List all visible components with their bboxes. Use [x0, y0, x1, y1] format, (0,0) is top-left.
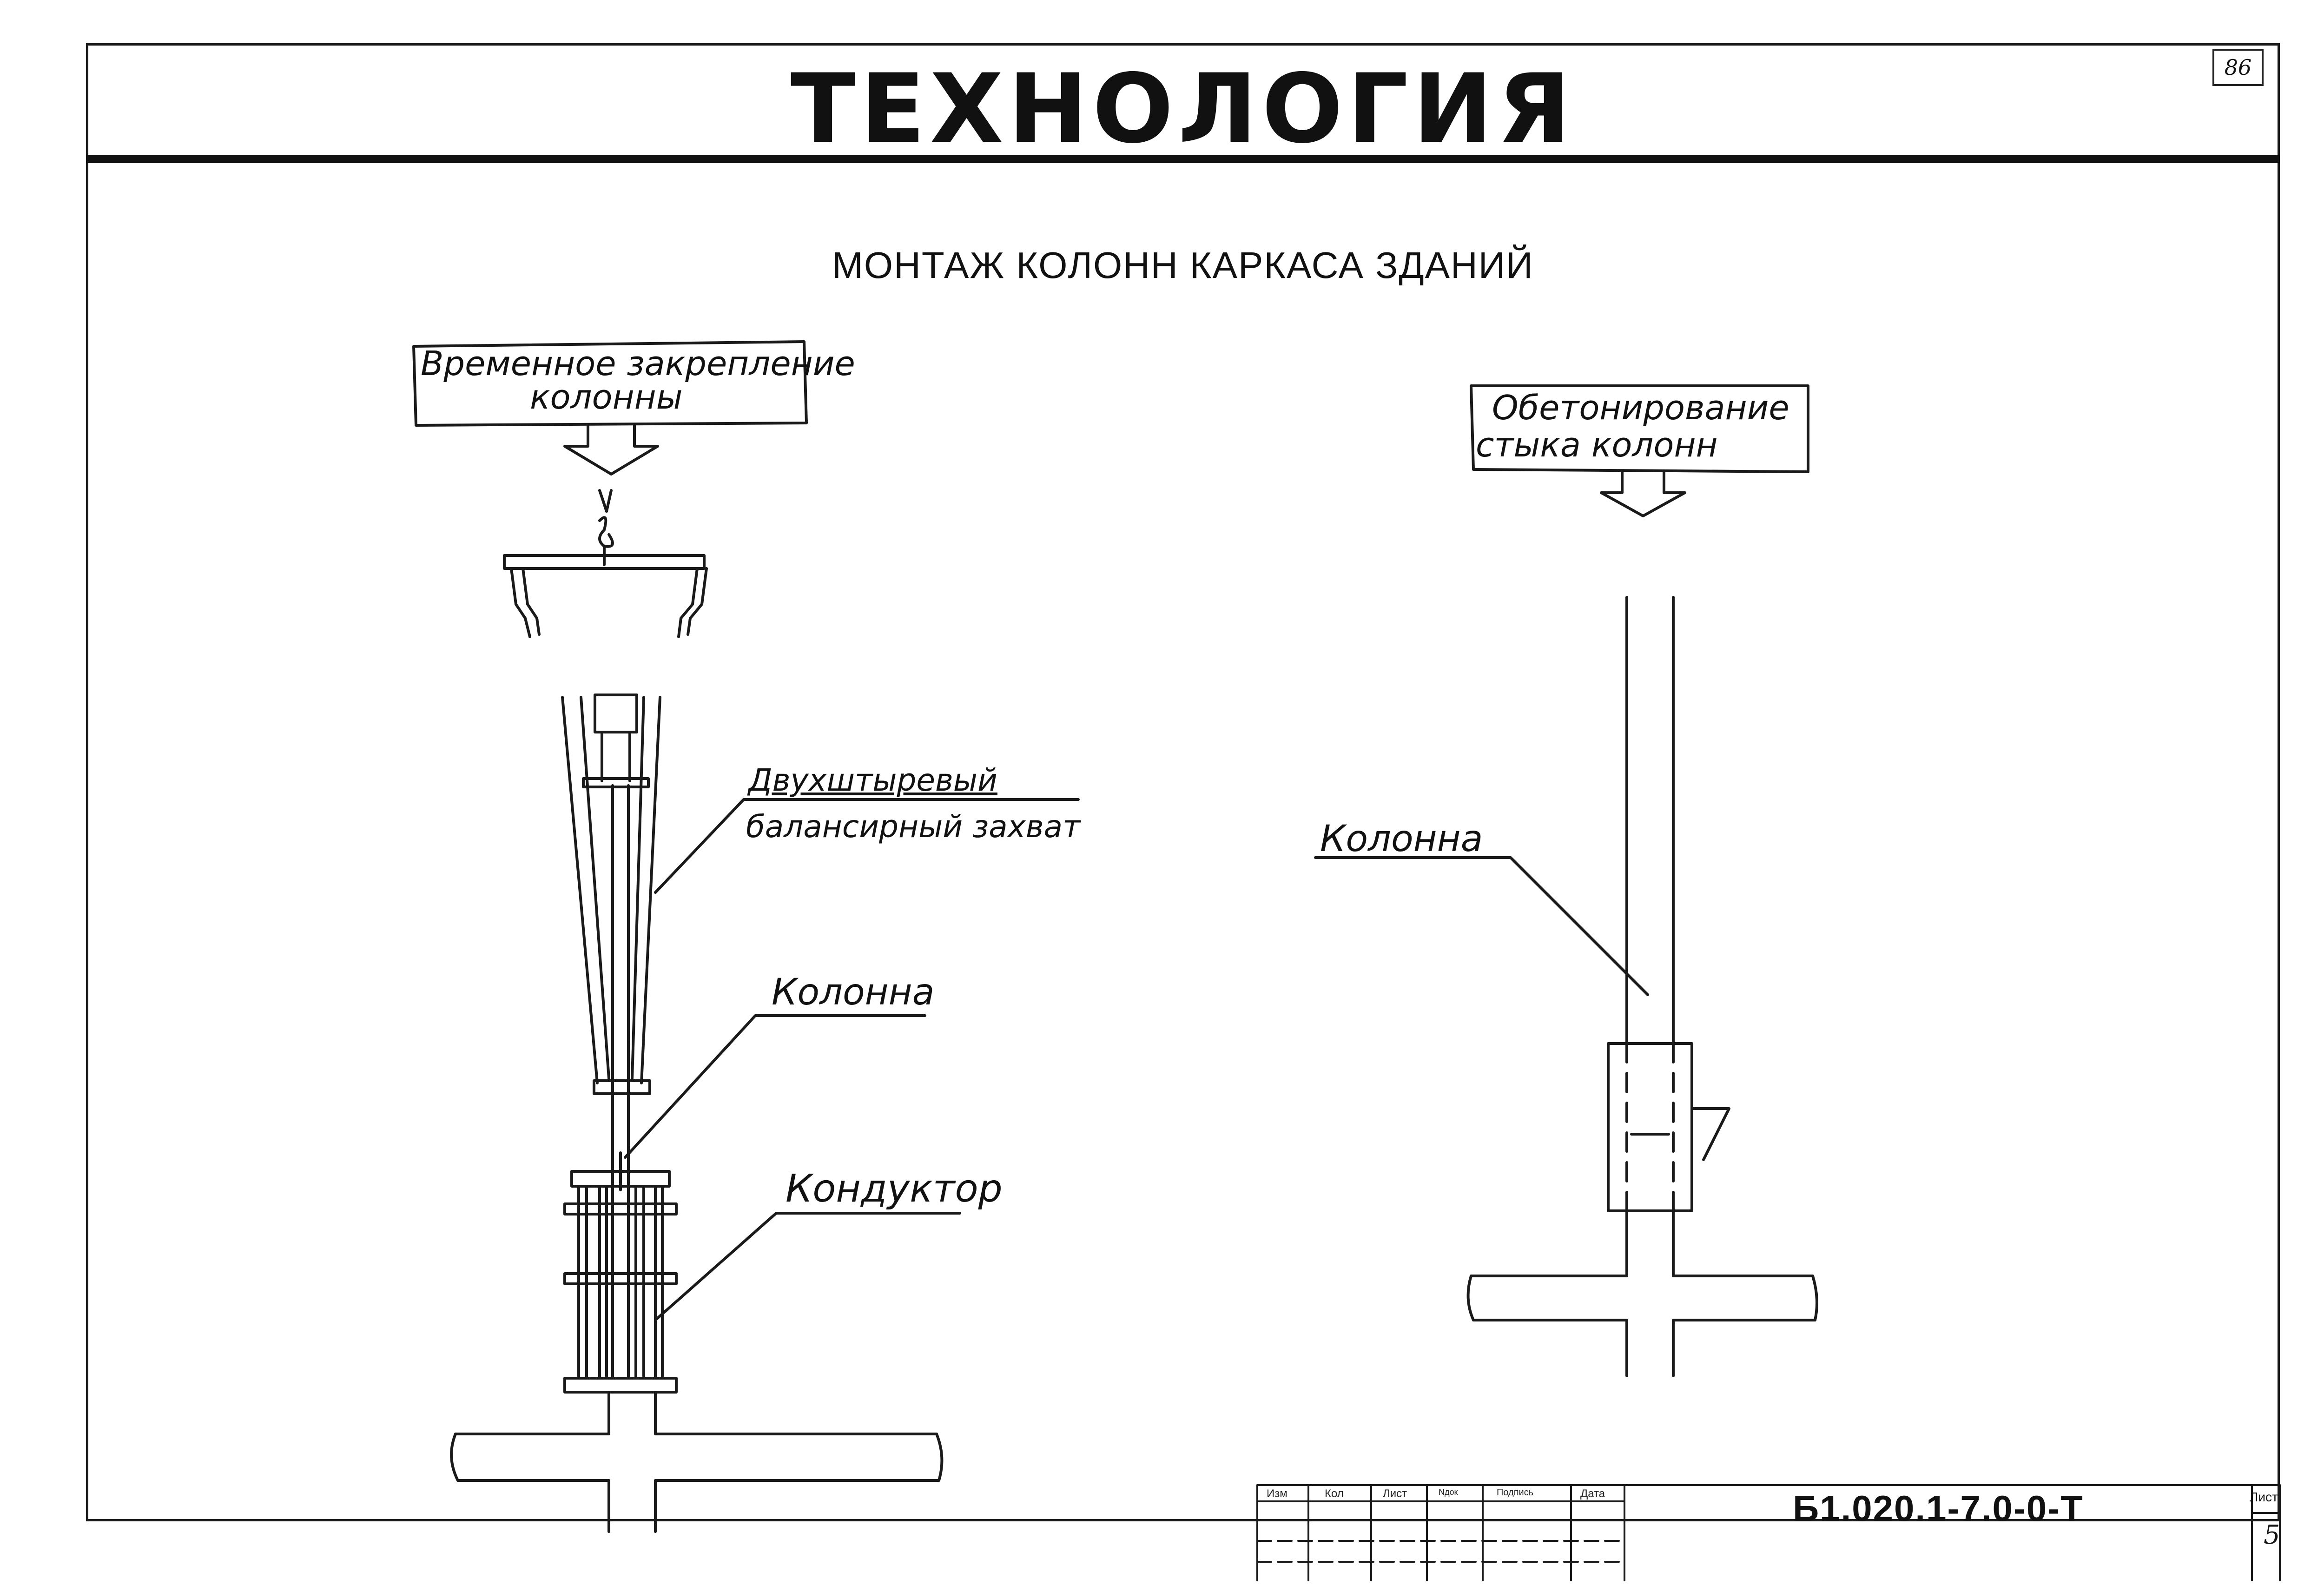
page-number: 86: [2212, 49, 2264, 86]
conductor-leader: [654, 1212, 961, 1321]
drawing-subtitle: МОНТАЖ КОЛОНН КАРКАСА ЗДАНИЙ: [832, 244, 1534, 286]
right-foundation: [1466, 1275, 1818, 1377]
balancing-grip: [561, 694, 661, 1095]
sheet-label: Лист: [2250, 1490, 2278, 1504]
right-column: [1625, 596, 1675, 1277]
left-callout-arrow: [563, 424, 659, 476]
conductor: [563, 1151, 678, 1394]
column-leader-right: [1314, 856, 1649, 996]
sheet-value: 5: [2264, 1520, 2280, 1550]
right-callout-box: [1470, 384, 1809, 473]
title-rule: [86, 155, 2280, 163]
left-box-text-2: колонны: [530, 377, 683, 416]
tb-header-list: Лист: [1383, 1487, 1407, 1500]
drawing-frame: [86, 43, 2280, 1521]
grip-label-2: балансирный захват: [746, 809, 1081, 845]
right-box-text-2: стыка колонн: [1476, 425, 1718, 464]
crane-hook-icon: [598, 489, 614, 566]
left-callout-box: [412, 340, 808, 427]
grip-label-1: Двухштыревый: [748, 762, 997, 798]
tb-header-izm: Изм: [1267, 1487, 1287, 1500]
column-label-right: Колонна: [1320, 818, 1483, 860]
title-block: [1256, 1484, 2281, 1581]
document-code: Б1.020.1-7.0-0-Т: [1793, 1488, 2084, 1529]
tb-header-podpis: Подпись: [1497, 1487, 1534, 1498]
right-callout-arrow: [1600, 470, 1686, 517]
right-box-text-1: Обетонирование: [1492, 388, 1789, 427]
spreader-beam: [503, 554, 708, 638]
concrete-joint: [1607, 1042, 1730, 1212]
page-title: ТЕХНОЛОГИЯ: [790, 54, 1576, 165]
tb-header-ndok: Nдок: [1439, 1487, 1458, 1497]
tb-header-data: Дата: [1580, 1487, 1605, 1500]
column-leader-left: [624, 1014, 926, 1159]
conductor-label: Кондуктор: [786, 1167, 1003, 1211]
column-label-left: Колонна: [772, 971, 935, 1013]
left-box-text-1: Временное закрепление: [421, 344, 855, 383]
tb-header-kol: Кол: [1325, 1487, 1344, 1500]
grip-leader: [654, 798, 1080, 894]
left-foundation: [450, 1391, 944, 1533]
left-column: [611, 784, 630, 1173]
